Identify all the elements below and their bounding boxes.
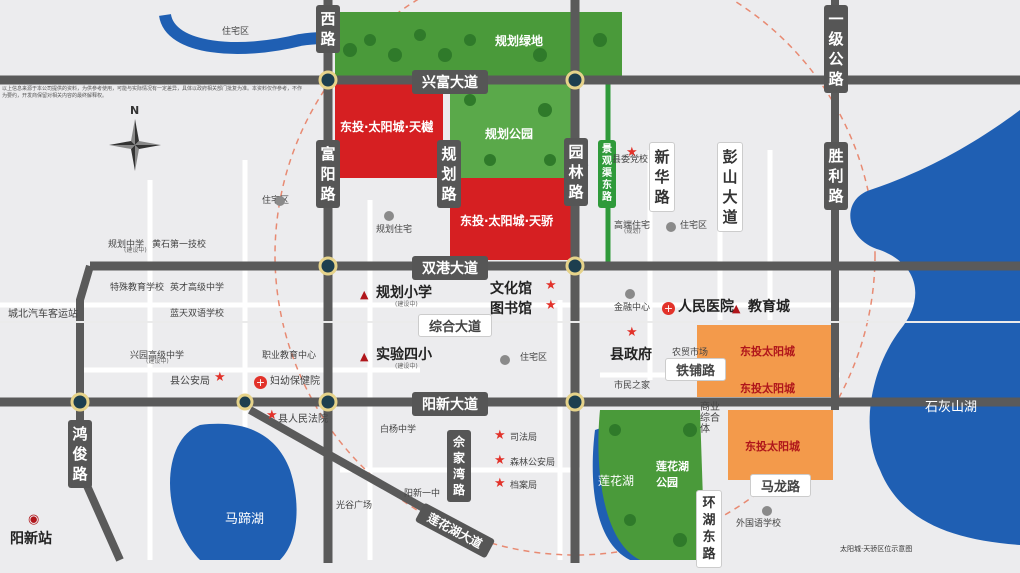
footer-caption: 太阳城·天骄区位示意图 [840,545,913,553]
poi-wenhuaguan: 文化馆 [490,281,532,297]
poi-guihua-zhuzhai: 规划住宅 [376,225,413,235]
star-icon: ★ [214,370,226,385]
water-lianhuahu-label: 莲花湖 [598,474,635,488]
poi-waiguoyu-xuexiao: 外国语学校 [736,519,782,529]
poi-senlin-gonganju: 森林公安局 [510,458,556,468]
poi-baiyang-zhongxue: 白杨中学 [380,425,417,435]
road-zonghe-label: 综合大道 [418,314,493,337]
compass-north-label: N [130,104,140,117]
poi-lantian-xuexiao: 蓝天双语学校 [170,309,225,319]
hospital-cross-icon: + [254,376,267,389]
poi-gaoduan-zhuzhai: 高端住宅 [614,221,651,231]
plot-tianjiao-label: 东投·太阳城·天骄 [460,214,554,228]
road-guihua-label: 规划路 [437,140,461,208]
star-icon: ★ [545,298,557,313]
plot-tianyue-label: 东投·太阳城·天樾 [340,120,434,134]
poi-tushuguan: 图书馆 [490,301,532,317]
poi-guihua-zhongxue: 规划中学 [108,240,145,250]
poi-jinrong-zhongxin: 金融中心 [614,303,651,313]
plot-taiyang-2-label: 东投太阳城 [740,382,795,395]
school-icon: ▲ [360,288,369,301]
water-matihu-label: 马蹄湖 [225,512,265,527]
road-huanhu-label: 环湖东路 [696,490,722,568]
plot-taiyang-3-label: 东投太阳城 [745,440,800,453]
poi-tezhong-xuexiao: 特殊教育学校 [110,283,165,293]
road-xingfu-label: 兴富大道 [412,70,488,94]
poi-renmin-fayuan: 县人民法院 [278,414,328,425]
poi-shimin-zhijia: 市民之家 [614,381,651,391]
disclaimer-text: 以上信息来源于本公司提供的资料，为供参考使用，可能与实际情况有一定差异，具体以政… [2,86,303,99]
train-station-icon: ◉ [28,512,40,527]
road-malong-label: 马龙路 [750,474,812,497]
school-icon: ▲ [732,302,741,315]
school-icon: ▲ [360,350,369,363]
poi-zhuzhaiqu-1: 住宅区 [222,27,250,37]
star-icon: ★ [545,278,557,293]
green-guihua-gongyuan-label: 规划公园 [485,127,534,141]
building-icon [384,205,397,224]
road-pengshan-label: 彭山大道 [717,142,743,232]
poi-zhuzhaiqu-3: 住宅区 [680,221,708,231]
building-icon [625,283,638,302]
compass-icon [109,119,161,171]
star-icon: ★ [494,428,506,443]
poi-jiaoyu-cheng: 教育城 [748,299,790,315]
road-yuanlin-label: 园林路 [564,138,588,206]
road-xi-label: 西路 [316,5,340,53]
building-icon [275,190,288,209]
poi-xian-zhengfu: 县政府 [610,347,652,363]
green-lianhuahu-gongyuan-label: 莲花湖公园 [656,460,689,489]
road-fuyang-label: 富阳路 [316,140,340,208]
road-xinhua-label: 新华路 [649,142,675,212]
road-shengli-label: 胜利路 [824,142,848,210]
road-jingguanqu-label: 景观渠东路 [598,140,616,208]
building-icon [762,500,775,519]
road-yiji-label: 一级公路 [824,5,848,93]
poi-shiyan-sixiao: 实验四小 [376,347,432,363]
poi-danganju: 档案局 [510,481,538,491]
poi-yangxin-zhan: 阳新站 [10,531,52,547]
poi-zhiye-jiaoyu: 职业教育中心 [262,351,317,361]
poi-xian-gonganju: 县公安局 [170,376,210,387]
road-yangxin-label: 阳新大道 [412,392,488,416]
poi-jianshezhong-1: (建设中) [124,247,147,254]
road-hongjun-label: 鸿俊路 [68,420,92,488]
star-icon: ★ [266,408,278,423]
building-icon [500,349,513,368]
poi-jianshezhong-3: (建设中) [395,363,418,370]
poi-huangshi-yijixiao: 黄石第一技校 [152,240,207,250]
water-shihuishan-label: 石灰山湖 [925,400,978,415]
hospital-cross-icon: + [662,302,675,315]
poi-nongmao-shichang: 农贸市场 [672,348,709,358]
poi-sifaju: 司法局 [510,433,538,443]
road-tiepu-label: 铁铺路 [665,358,727,381]
building-icon [666,216,679,235]
poi-shangye-label: 商业综合体 [700,402,720,435]
poi-guihua-tag: (规划) [624,228,641,235]
poi-jianshezhong-4: (建设中) [146,358,169,365]
star-icon: ★ [626,145,638,160]
road-shuanggang-label: 双港大道 [412,256,488,280]
poi-renmin-yiyuan: 人民医院 [678,299,734,315]
poi-zhuzhaiqu-4: 住宅区 [520,353,548,363]
poi-jianshezhong-2: (建设中) [395,301,418,308]
star-icon: ★ [494,476,506,491]
road-shejiawan-label: 佘家湾路 [447,430,471,502]
poi-xianwei-dangxiao: 县委党校 [612,155,649,165]
poi-yangxin-yizhong: 阳新一中 [404,489,441,499]
poi-chengbei-keyun: 城北汽车客运站 [8,309,78,320]
poi-guihua-xiaoxue: 规划小学 [376,285,432,301]
green-guihua-lvdi-label: 规划绿地 [495,34,544,48]
star-icon: ★ [626,325,638,340]
poi-guangu-guangchang: 光谷广场 [336,501,373,511]
poi-fuyou-baojian: 妇幼保健院 [270,376,320,387]
poi-xingyuan-gaozhong: 兴园高级中学 [130,351,185,361]
star-icon: ★ [494,453,506,468]
poi-yingcai-gaozhong: 英才高级中学 [170,283,225,293]
plot-taiyang-1-label: 东投太阳城 [740,345,795,358]
